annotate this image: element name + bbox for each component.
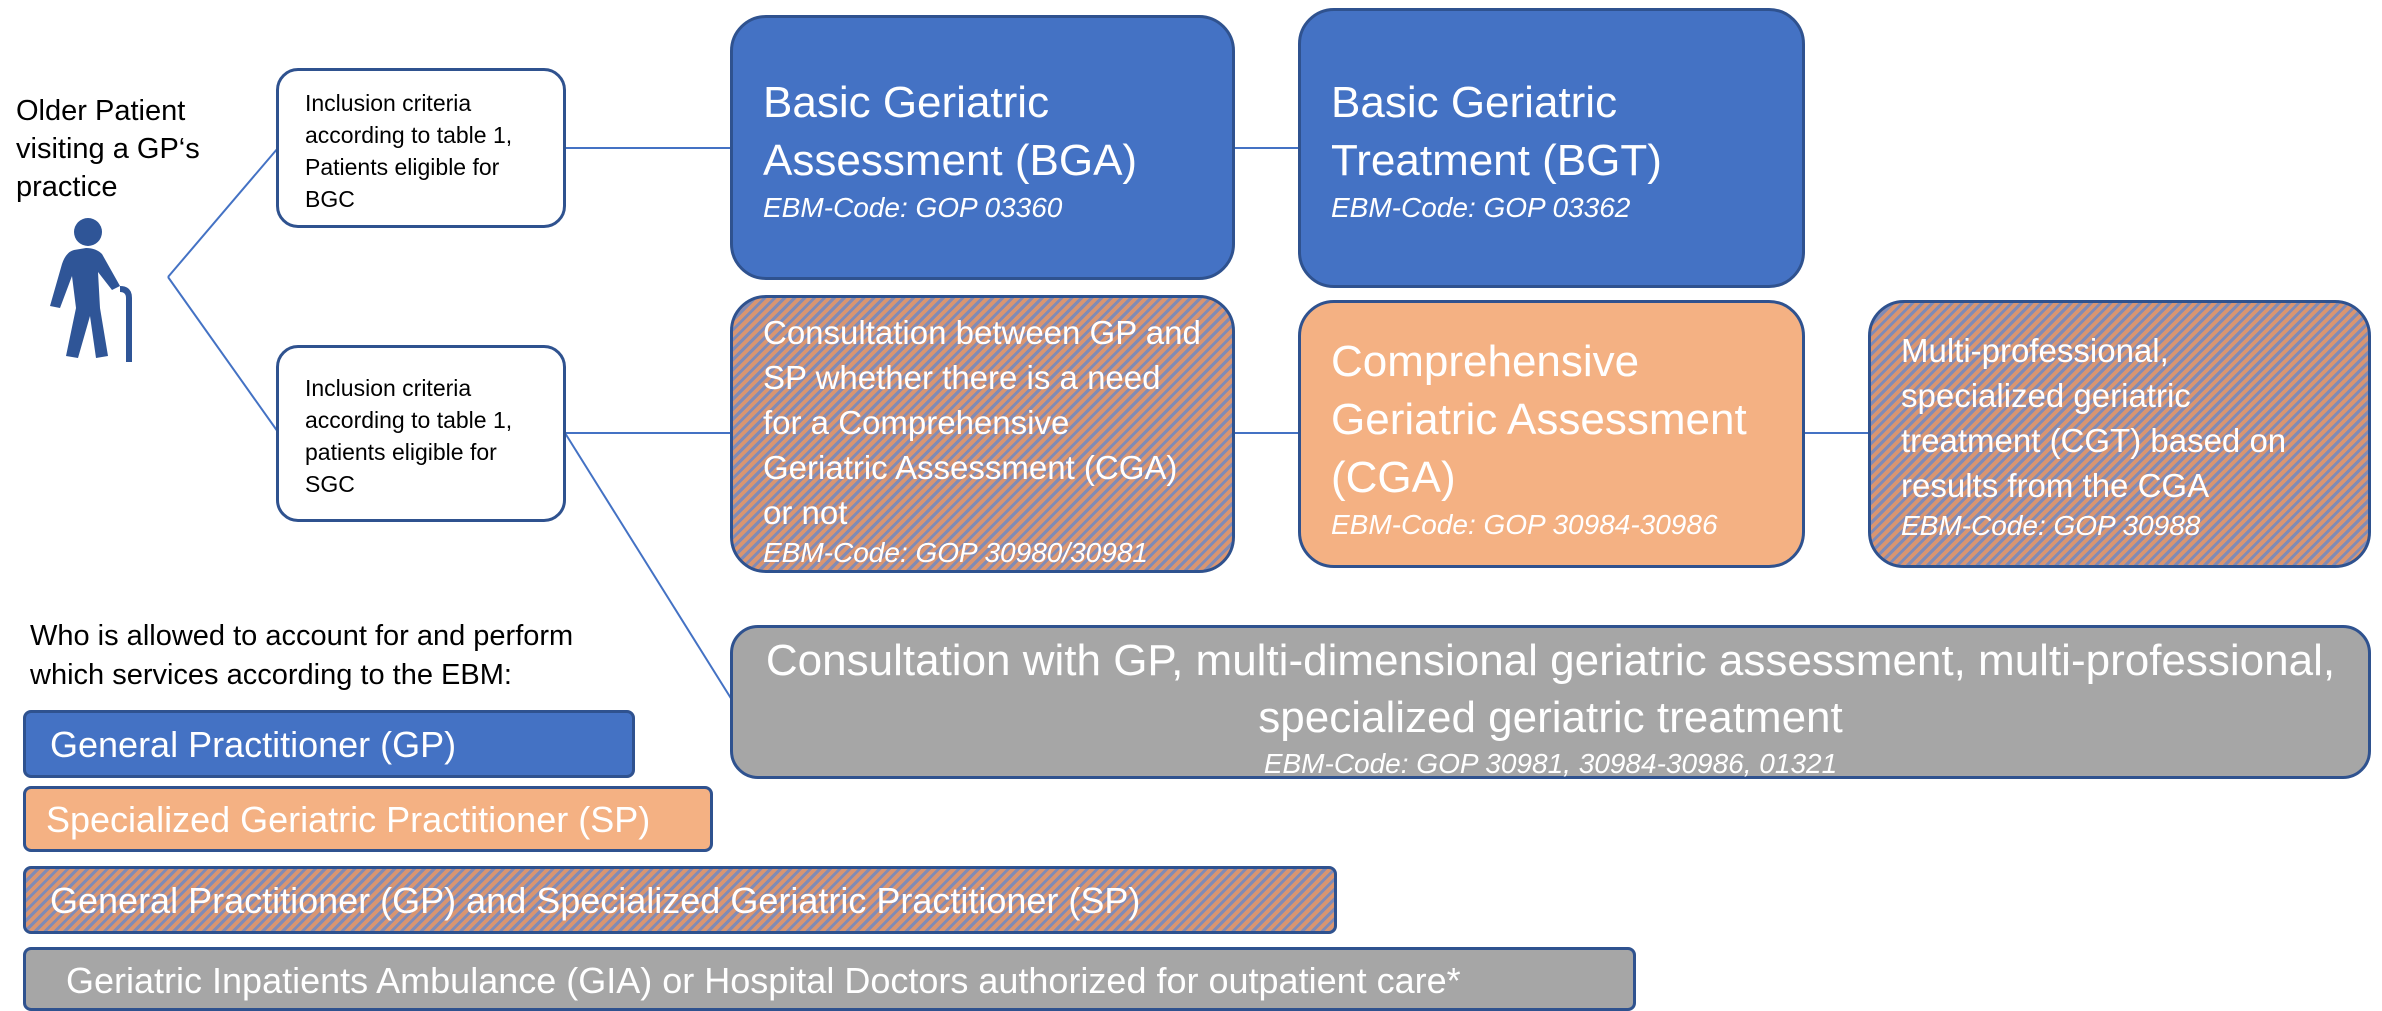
criteria-sgc-box: Inclusion criteria according to table 1,… — [276, 345, 566, 522]
consultation-text: Consultation between GP and SP whether t… — [763, 314, 1201, 531]
bga-code: EBM-Code: GOP 03360 — [763, 192, 1063, 223]
legend-sp: Specialized Geriatric Practitioner (SP) — [23, 786, 713, 852]
cgt-text: Multi-professional, specialized geriatri… — [1901, 332, 2287, 504]
consultation-code: EBM-Code: GOP 30980/30981 — [763, 537, 1148, 568]
legend-gp-label: General Practitioner (GP) — [50, 724, 457, 765]
connector-line — [167, 147, 279, 278]
bga-title: Basic Geriatric Assessment (BGA) — [763, 78, 1138, 185]
gia-code: EBM-Code: GOP 30981, 30984-30986, 01321 — [1263, 748, 1838, 779]
bgt-title: Basic Geriatric Treatment (BGT) — [1331, 78, 1662, 185]
cga-box: Comprehensive Geriatric Assessment (CGA)… — [1298, 300, 1805, 568]
criteria-bgc-text: Inclusion criteria according to table 1,… — [305, 90, 513, 212]
legend-gia-label: Geriatric Inpatients Ambulance (GIA) or … — [66, 960, 1461, 1001]
gia-title: Consultation with GP, multi-dimensional … — [765, 636, 2336, 742]
gia-box: Consultation with GP, multi-dimensional … — [730, 625, 2371, 779]
cgt-box: Multi-professional, specialized geriatri… — [1868, 300, 2371, 568]
legend-heading: Who is allowed to account for and perfor… — [30, 620, 574, 691]
legend-gp: General Practitioner (GP) — [23, 710, 635, 778]
connector-line — [564, 432, 733, 701]
cga-code: EBM-Code: GOP 30984-30986 — [1331, 509, 1718, 540]
cga-title: Comprehensive Geriatric Assessment (CGA) — [1331, 337, 1747, 502]
bgt-code: EBM-Code: GOP 03362 — [1331, 192, 1631, 223]
bgt-box: Basic Geriatric Treatment (BGT) EBM-Code… — [1298, 8, 1805, 288]
bga-box: Basic Geriatric Assessment (BGA) EBM-Cod… — [730, 15, 1235, 280]
criteria-sgc-text: Inclusion criteria according to table 1,… — [305, 375, 513, 497]
legend-gp-sp: General Practitioner (GP) and Specialize… — [23, 866, 1337, 934]
connector-line — [167, 276, 279, 433]
elderly-person-with-cane-icon — [50, 218, 132, 362]
consultation-box: Consultation between GP and SP whether t… — [730, 295, 1235, 573]
legend-sp-label: Specialized Geriatric Practitioner (SP) — [46, 799, 651, 840]
patient-label: Older Patient visiting a GP‘s practice — [16, 95, 200, 203]
legend-gia: Geriatric Inpatients Ambulance (GIA) or … — [23, 947, 1636, 1011]
cgt-code: EBM-Code: GOP 30988 — [1901, 510, 2201, 541]
legend-gp-sp-label: General Practitioner (GP) and Specialize… — [50, 880, 1141, 921]
criteria-bgc-box: Inclusion criteria according to table 1,… — [276, 68, 566, 228]
